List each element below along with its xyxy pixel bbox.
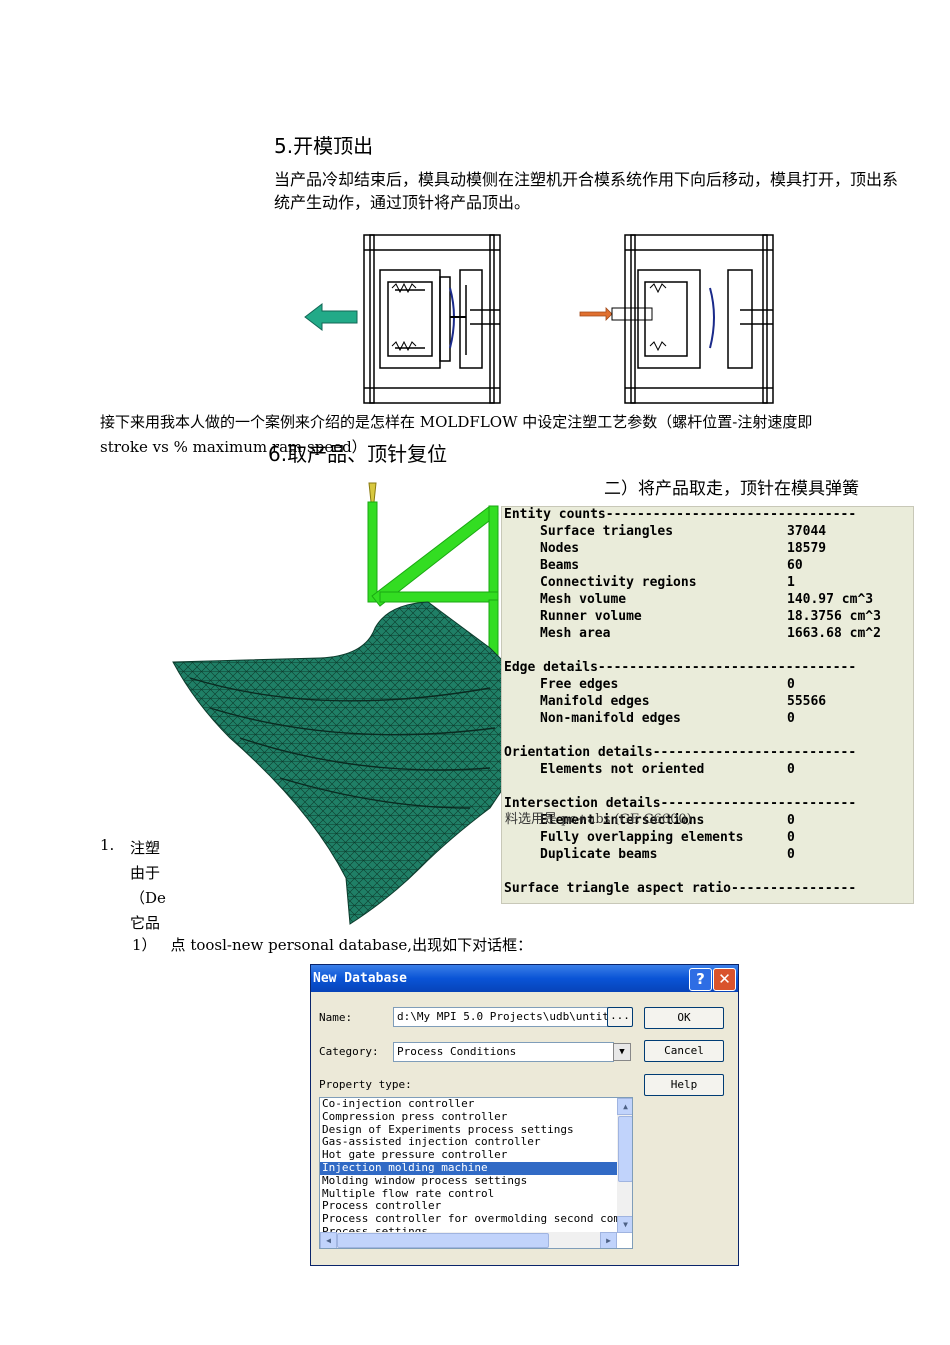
category-label: Category: — [319, 1045, 379, 1058]
list-item: 注塑 由于 （De 它品 — [130, 836, 166, 936]
vertical-scrollbar[interactable]: ▲ ▼ — [617, 1098, 632, 1233]
material-note: 料选用是 pc+abs (GE C6600) — [505, 812, 692, 827]
list-line: 注塑 — [130, 839, 161, 857]
list-item[interactable]: Injection molding machine — [320, 1161, 632, 1175]
scroll-thumb[interactable] — [337, 1233, 549, 1248]
list-item[interactable]: Multiple flow rate control — [322, 1186, 495, 1200]
step1-text: 1） 点 toosl-new personal database,出现如下对话框： — [132, 934, 532, 955]
section6-prefix: 二） — [604, 479, 638, 499]
entity-counts-header: Entity counts---------------------------… — [504, 507, 857, 522]
ok-button[interactable]: OK — [644, 1007, 724, 1029]
aspect-ratio-header: Surface triangle aspect ratio-----------… — [504, 881, 857, 896]
mold-left — [363, 234, 501, 404]
scroll-right-icon[interactable]: ▶ — [600, 1232, 617, 1248]
list-line: 由于 — [130, 864, 161, 882]
scroll-up-icon[interactable]: ▲ — [617, 1098, 632, 1115]
new-database-dialog: New Database ? ✕ Name: d:\My MPI 5.0 Pro… — [310, 964, 739, 1266]
list-item[interactable]: Compression press controller — [322, 1109, 508, 1123]
dialog-title: New Database — [313, 971, 407, 986]
section6-heading: 6.取产品、顶针复位 — [268, 442, 448, 466]
list-item[interactable]: Process controller — [322, 1199, 442, 1213]
step1-number: 1） — [132, 936, 157, 954]
horizontal-scrollbar[interactable]: ◀ ▶ — [320, 1232, 617, 1248]
list-item[interactable]: Molding window process settings — [322, 1173, 528, 1187]
help-button[interactable]: Help — [644, 1074, 724, 1096]
section6-text: 二）将产品取走，顶针在模具弹簧 — [604, 474, 859, 499]
chevron-down-icon[interactable]: ▼ — [613, 1043, 631, 1061]
mold-right — [611, 234, 774, 404]
scroll-thumb[interactable] — [618, 1116, 632, 1182]
section6-body: 将产品取走，顶针在模具弹簧 — [638, 479, 859, 499]
browse-button[interactable]: ... — [607, 1007, 633, 1027]
name-label: Name: — [319, 1011, 353, 1024]
mold-open-diagram — [304, 234, 774, 404]
help-icon[interactable]: ? — [689, 968, 712, 991]
list-number: 1. — [100, 836, 115, 854]
list-item[interactable]: Process controller for overmolding secon… — [322, 1212, 633, 1226]
step1-body: 点 toosl-new personal database,出现如下对话框： — [170, 936, 533, 954]
section5-text: 当产品冷却结束后，模具动模侧在注塑机开合模系统作用下向后移动，模具打开，顶出系统… — [274, 170, 899, 212]
list-item[interactable]: Co-injection controller — [322, 1097, 475, 1110]
mesh-model-image — [172, 482, 510, 925]
intro-paragraph: 接下来用我本人做的一个案例来介绍的是怎样在 MOLDFLOW 中设定注塑工艺参数… — [100, 413, 813, 456]
dialog-titlebar[interactable]: New Database ? ✕ — [311, 965, 738, 992]
list-line: 它品 — [130, 914, 161, 932]
scroll-down-icon[interactable]: ▼ — [617, 1216, 632, 1233]
cancel-button[interactable]: Cancel — [644, 1040, 724, 1062]
list-line: （De — [130, 889, 166, 907]
runner-beams — [367, 482, 499, 681]
list-item[interactable]: Design of Experiments process settings — [322, 1122, 574, 1136]
edge-details-header: Edge details----------------------------… — [504, 660, 857, 675]
section5-heading: 5.开模顶出 — [274, 134, 374, 158]
category-select[interactable]: Process Conditions — [393, 1042, 614, 1062]
intersection-details-header: Intersection details--------------------… — [504, 796, 857, 811]
scroll-left-icon[interactable]: ◀ — [320, 1232, 337, 1248]
name-input[interactable]: d:\My MPI 5.0 Projects\udb\untitled — [393, 1007, 610, 1027]
list-item[interactable]: Hot gate pressure controller — [322, 1148, 508, 1162]
close-icon[interactable]: ✕ — [713, 968, 736, 991]
list-item[interactable]: Gas-assisted injection controller — [322, 1135, 541, 1149]
property-type-label: Property type: — [319, 1078, 412, 1091]
orientation-details-header: Orientation details---------------------… — [504, 745, 857, 760]
open-arrow-icon — [304, 302, 358, 332]
mesh-statistics-panel: Entity counts---------------------------… — [501, 506, 914, 904]
eject-arrow-icon — [579, 307, 613, 321]
